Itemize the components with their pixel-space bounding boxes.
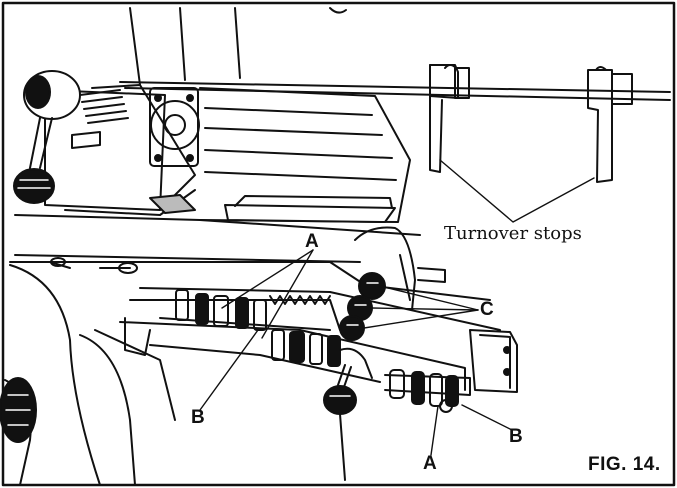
callout-b-left: B	[191, 407, 205, 428]
figure-number: FIG. 14.	[588, 454, 661, 475]
end-block	[384, 329, 518, 413]
callout-a-upper: A	[305, 231, 319, 252]
turnover-stops	[429, 64, 633, 183]
lever-knob	[323, 364, 357, 481]
slide-assembly	[119, 287, 501, 391]
handwheel-handle	[13, 70, 81, 204]
headstock	[44, 84, 200, 216]
callout-a-lower: A	[423, 453, 437, 474]
base-casting	[0, 264, 176, 486]
callout-b-right: B	[509, 426, 523, 447]
background-column	[119, 7, 671, 101]
machine-bed	[9, 87, 491, 301]
adjustment-knobs-c	[339, 272, 386, 341]
callout-c: C	[480, 299, 494, 320]
leader-lines	[199, 159, 595, 456]
turnover-stops-label: Turnover stops	[444, 223, 582, 244]
